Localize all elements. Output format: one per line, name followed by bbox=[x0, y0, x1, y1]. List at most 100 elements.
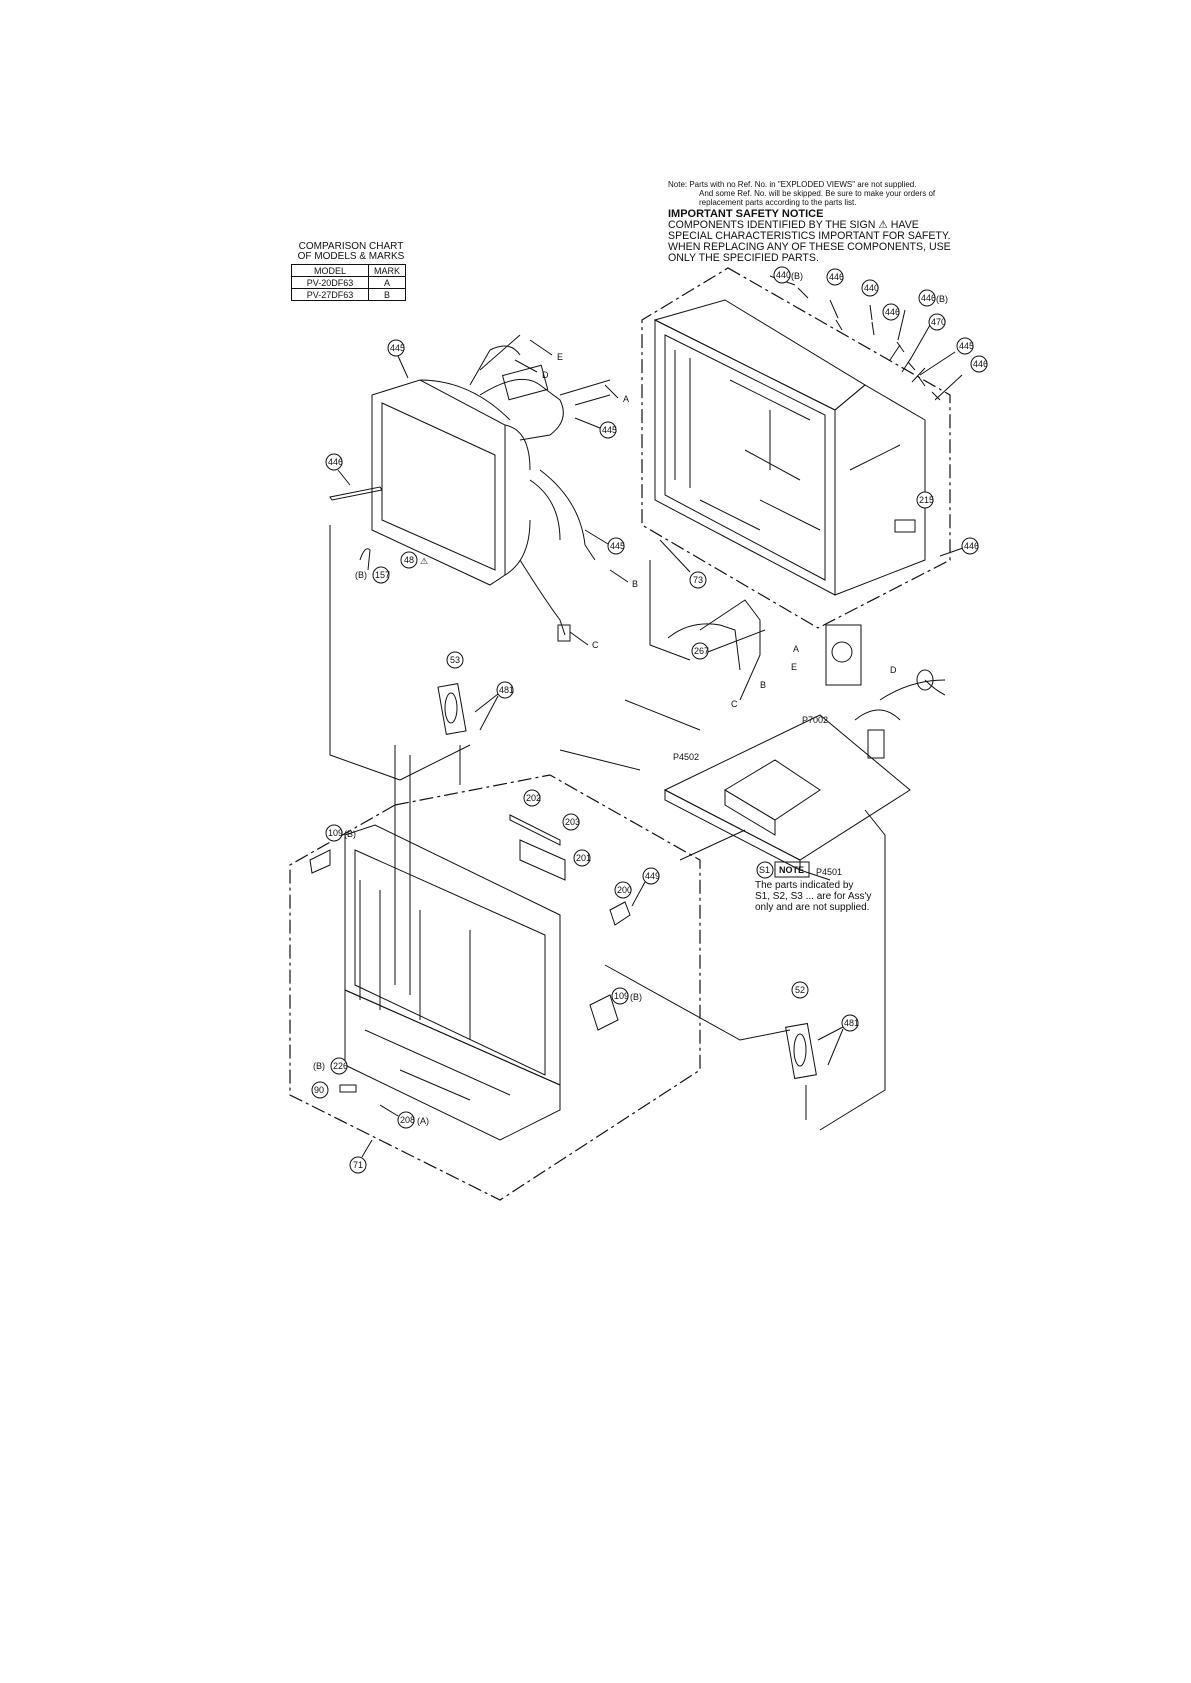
callout-445-d: 445 bbox=[584, 529, 625, 555]
rear-cabinet-ribs bbox=[674, 350, 811, 488]
callout-445-a: 445 bbox=[956, 337, 974, 355]
guide-pcb bbox=[559, 699, 746, 861]
callout-203: 203 bbox=[562, 813, 580, 831]
wire-marks: E D A B C A E B C D bbox=[514, 339, 897, 709]
model-cell: PV-27DF63 bbox=[291, 288, 369, 301]
s1-circle bbox=[756, 861, 774, 879]
part-201 bbox=[519, 839, 566, 881]
guide-speaker-left bbox=[394, 745, 411, 995]
part-202 bbox=[509, 814, 561, 846]
svg-text:446: 446 bbox=[973, 359, 988, 369]
svg-text:481: 481 bbox=[499, 685, 514, 695]
screw-bodies bbox=[797, 287, 941, 401]
svg-text:215: 215 bbox=[919, 495, 934, 505]
part-109-left bbox=[309, 849, 331, 874]
rear-cabinet-top bbox=[653, 299, 866, 411]
front-cabinet-frame bbox=[344, 824, 561, 1086]
power-bracket bbox=[825, 624, 862, 686]
front-cabinet-base bbox=[344, 989, 561, 1141]
anode-lead bbox=[469, 334, 521, 386]
safety-notice: IMPORTANT SAFETY NOTICE COMPONENTS IDENT… bbox=[668, 209, 998, 264]
callout-226: (B) 226 bbox=[313, 1057, 348, 1075]
svg-text:(B): (B) bbox=[355, 570, 367, 580]
svg-text:109: 109 bbox=[328, 828, 343, 838]
front-cabinet bbox=[289, 774, 701, 1201]
callout-440-c: 440 bbox=[861, 279, 879, 297]
assembly-lines bbox=[329, 525, 886, 1131]
guide-crt-front bbox=[329, 525, 471, 781]
note-line-3: replacement parts according to the parts… bbox=[699, 198, 857, 207]
svg-text:(B): (B) bbox=[791, 271, 803, 281]
wire-mark-a: A bbox=[623, 394, 629, 404]
crt-face bbox=[371, 379, 506, 586]
safety-title: IMPORTANT SAFETY NOTICE bbox=[668, 208, 824, 220]
callout-200: 200 bbox=[614, 881, 632, 899]
svg-text:202: 202 bbox=[526, 793, 541, 803]
callout-215: 215 bbox=[916, 491, 934, 509]
svg-text:446: 446 bbox=[829, 272, 844, 282]
speaker-53 bbox=[437, 683, 467, 735]
callout-470: 470 bbox=[928, 313, 946, 331]
callout-90: 90 bbox=[311, 1081, 329, 1099]
speaker-cone-53 bbox=[444, 692, 458, 724]
rear-screws bbox=[769, 275, 964, 557]
front-cabinet-boundary bbox=[289, 774, 701, 1201]
callout-445-c: 445 bbox=[574, 417, 617, 439]
svg-text:⚠: ⚠ bbox=[420, 556, 428, 566]
control-panel bbox=[364, 1029, 511, 1101]
note-box-text: NOTE bbox=[779, 865, 804, 875]
svg-text:201: 201 bbox=[576, 853, 591, 863]
svg-text:200: 200 bbox=[617, 885, 632, 895]
svg-text:73: 73 bbox=[693, 575, 703, 585]
connector-p4502: P4502 bbox=[673, 752, 699, 762]
svg-text:446: 446 bbox=[964, 541, 979, 551]
crt-connector bbox=[557, 624, 571, 642]
svg-text:53: 53 bbox=[450, 655, 460, 665]
rear-cabinet-side bbox=[834, 384, 926, 596]
svg-text:(B): (B) bbox=[630, 992, 642, 1002]
flyback-transformer bbox=[867, 729, 885, 759]
degauss-strip bbox=[329, 486, 383, 501]
svg-text:267: 267 bbox=[694, 646, 709, 656]
wire-mark-leaders bbox=[514, 339, 629, 646]
power-switch bbox=[831, 641, 853, 663]
cord-plug bbox=[916, 669, 934, 691]
svg-text:208: 208 bbox=[400, 1115, 415, 1125]
guide-speaker-right bbox=[799, 809, 886, 1131]
rear-cabinet-boundary bbox=[641, 267, 951, 629]
speaker-cone-52 bbox=[793, 1033, 807, 1067]
comparison-title-2: OF MODELS & MARKS bbox=[297, 251, 405, 262]
front-cabinet-opening bbox=[354, 849, 546, 1076]
main-pcb bbox=[663, 599, 946, 871]
note-box bbox=[774, 861, 810, 878]
yoke-clamp bbox=[501, 364, 549, 401]
crt-tube bbox=[329, 334, 611, 642]
part-109 bbox=[589, 994, 619, 1031]
crt-screen bbox=[381, 402, 496, 571]
connector-p4501: P4501 bbox=[816, 867, 842, 877]
rear-cabinet-detail bbox=[699, 444, 901, 531]
callout-446-a: 446 bbox=[826, 268, 844, 286]
svg-text:(B): (B) bbox=[936, 294, 948, 304]
tuner-side bbox=[724, 789, 776, 836]
svg-text:446: 446 bbox=[328, 457, 343, 467]
wire-mark-c-2: C bbox=[731, 699, 738, 709]
callout-157: (B)157 bbox=[355, 548, 390, 584]
comparison-title-1: COMPARISON CHART bbox=[298, 241, 404, 252]
svg-text:(B): (B) bbox=[313, 1061, 325, 1071]
note-line-1: Note: Parts with no Ref. No. in "EXPLODE… bbox=[668, 180, 917, 189]
deflection-yoke bbox=[479, 378, 564, 441]
connector-p7002: P7002 bbox=[802, 715, 828, 725]
power-cord bbox=[854, 679, 946, 721]
svg-text:226: 226 bbox=[333, 1061, 348, 1071]
callout-440-b: 440(B) bbox=[773, 266, 803, 284]
callout-481-b: 481 bbox=[817, 1014, 859, 1066]
wire-mark-e-2: E bbox=[791, 662, 797, 672]
callout-267: 267 bbox=[667, 623, 741, 671]
safety-line-3: WHEN REPLACING ANY OF THESE COMPONENTS, … bbox=[668, 241, 951, 253]
wire-mark-d-2: D bbox=[890, 665, 897, 675]
label-plate bbox=[894, 519, 916, 533]
note-line-2: And some Ref. No. will be skipped. Be su… bbox=[699, 189, 936, 198]
s1-note-label: S1 NOTE bbox=[756, 861, 810, 879]
